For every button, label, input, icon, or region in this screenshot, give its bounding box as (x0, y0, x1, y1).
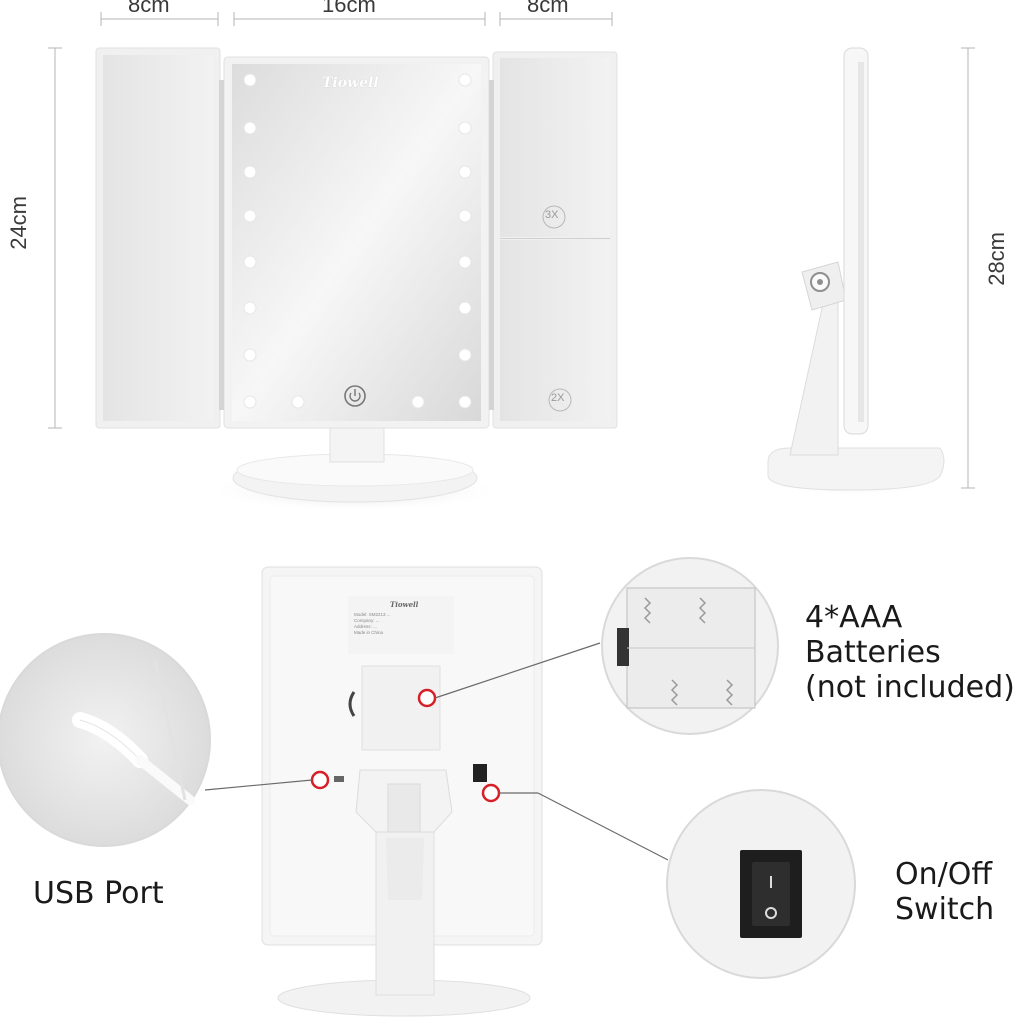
switch-line-1: On/Off (895, 857, 993, 892)
switch-line-2: Switch (895, 892, 995, 927)
zoom-switch (666, 789, 856, 979)
front-mirror (95, 47, 618, 512)
zoom-batteries (601, 557, 779, 735)
label-model: Model: SM2213 ... (354, 612, 391, 617)
switch-callout: On/Off Switch (895, 857, 994, 927)
label-address: Address: ... (354, 624, 377, 629)
batteries-line-1: 4*AAA (805, 600, 903, 635)
dim-left-wing: 8cm (128, 0, 170, 17)
batteries-callout: 4*AAA Batteries (not included) (805, 600, 1015, 705)
zoom-usb (0, 633, 211, 847)
dimension-lines (48, 12, 975, 489)
back-label: Model: SM2213 ... Company: ... Address: … (354, 612, 454, 636)
brand-logo: Tiowell (322, 75, 379, 91)
back-brand-logo: Tiowell (390, 600, 419, 609)
dim-center: 16cm (322, 0, 376, 17)
back-mirror (261, 566, 543, 1017)
label-made-in: Made in China (354, 630, 384, 635)
callout-lines (204, 642, 669, 861)
batteries-line-3: (not included) (805, 670, 1015, 705)
side-mirror (765, 47, 945, 496)
dim-right-wing: 8cm (527, 0, 569, 17)
usb-port-callout: USB Port (33, 876, 164, 911)
batteries-line-2: Batteries (805, 635, 941, 670)
magnification-2x: 2X (551, 392, 565, 404)
magnification-3x: 3X (545, 209, 559, 221)
label-company: Company: ... (354, 618, 380, 623)
